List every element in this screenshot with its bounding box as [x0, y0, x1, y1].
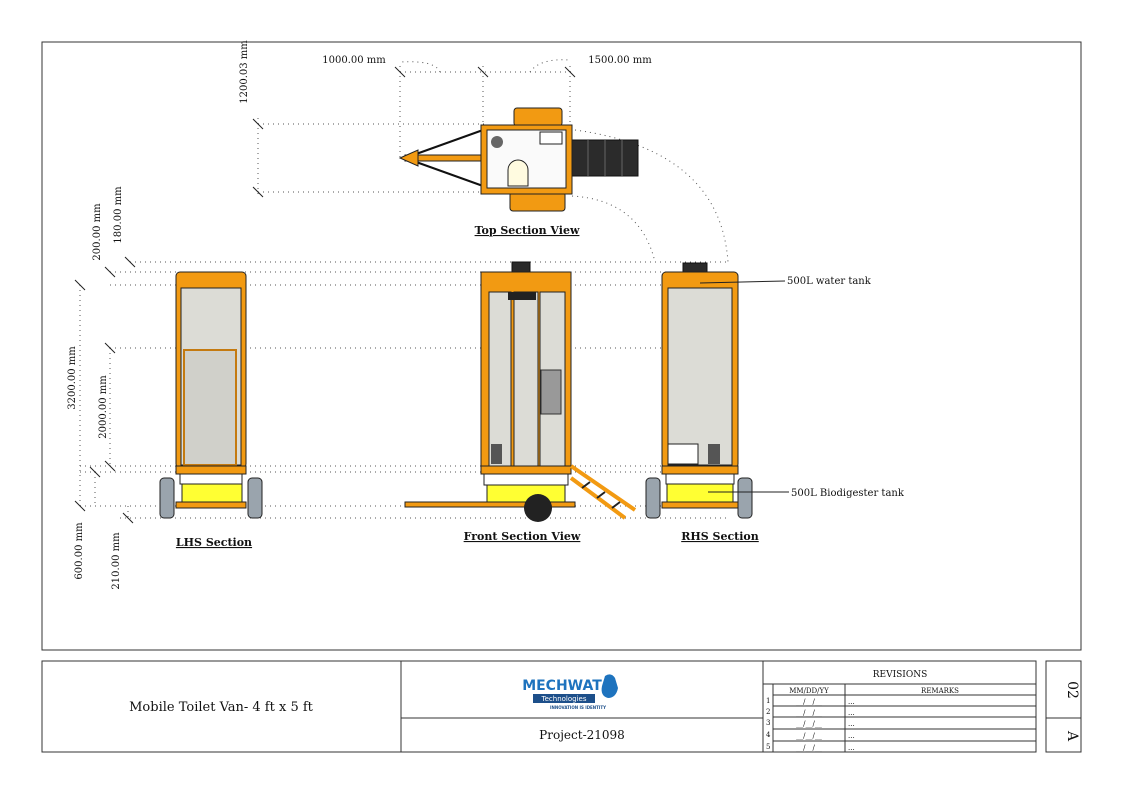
- row-remarks: ...: [848, 720, 855, 728]
- top-section-view: [398, 107, 639, 212]
- revision-rows: 1 __/__/__ ... 2 __/__/__ ... 3 __/__/__…: [766, 697, 855, 752]
- dimension-ticks: [74, 66, 576, 524]
- biodigester-annotation: 500L Biodigester tank: [791, 488, 905, 499]
- revision-row: 4 __/__/__ ...: [766, 731, 855, 740]
- revision-row: 3 __/__/__ ...: [766, 719, 855, 728]
- dim-200: 200.00 mm: [92, 203, 103, 261]
- row-remarks: ...: [848, 744, 855, 752]
- col-remarks: REMARKS: [921, 687, 959, 695]
- lhs-section-view: [159, 271, 263, 519]
- logo-tagline: INNOVATION IS IDENTITY: [550, 705, 606, 710]
- sheet-number: 02: [1064, 681, 1080, 699]
- col-date: MM/DD/YY: [789, 687, 829, 695]
- dim-210: 210.00 mm: [111, 532, 122, 590]
- row-remarks: ...: [848, 698, 855, 706]
- row-no: 2: [766, 708, 770, 716]
- company-logo: MECHWAT Technologies INNOVATION IS IDENT…: [522, 674, 618, 710]
- dim-1000: 1000.00 mm: [322, 55, 386, 66]
- lhs-view-label: LHS Section: [176, 536, 252, 549]
- row-date: __/__/__: [796, 698, 822, 706]
- top-view-label: Top Section View: [475, 224, 580, 237]
- rhs-view-label: RHS Section: [681, 530, 759, 543]
- front-section-view: [404, 261, 637, 522]
- dim-1200: 1200.03 mm: [239, 40, 250, 104]
- drawing-title: Mobile Toilet Van- 4 ft x 5 ft: [129, 700, 314, 715]
- logo-sub: Technologies: [541, 695, 587, 703]
- dim-2000: 2000.00 mm: [98, 375, 109, 439]
- row-date: __/__/__: [796, 709, 822, 717]
- front-view-label: Front Section View: [464, 530, 581, 543]
- dim-600: 600.00 mm: [74, 522, 85, 580]
- project-number: Project-21098: [539, 728, 625, 742]
- revision-row: 5 __/__/__ ...: [766, 743, 855, 752]
- revisions-table: [763, 683, 1036, 752]
- water-tank-leader: [699, 280, 786, 284]
- row-no: 3: [766, 719, 770, 727]
- row-no: 1: [766, 697, 770, 705]
- row-remarks: ...: [848, 732, 855, 740]
- revision-row: 1 __/__/__ ...: [766, 697, 855, 706]
- water-tank-annotation: 500L water tank: [787, 276, 872, 287]
- row-date: __/__/__: [796, 744, 822, 752]
- revision-letter: A: [1064, 730, 1080, 742]
- rhs-section-view: [645, 262, 753, 519]
- revisions-heading: REVISIONS: [873, 670, 928, 680]
- row-date: __/__/__: [796, 732, 822, 740]
- dim-3200: 3200.00 mm: [67, 346, 78, 410]
- logo-name: MECHWAT: [522, 678, 602, 694]
- row-date: __/__/__: [796, 720, 822, 728]
- revision-row: 2 __/__/__ ...: [766, 708, 855, 717]
- dim-180: 180.00 mm: [113, 186, 124, 244]
- drawing-frame: [41, 41, 1082, 651]
- row-no: 5: [766, 743, 770, 751]
- row-remarks: ...: [848, 709, 855, 717]
- dim-1500: 1500.00 mm: [588, 55, 652, 66]
- row-no: 4: [766, 731, 771, 739]
- logo-hand-icon: [601, 674, 618, 698]
